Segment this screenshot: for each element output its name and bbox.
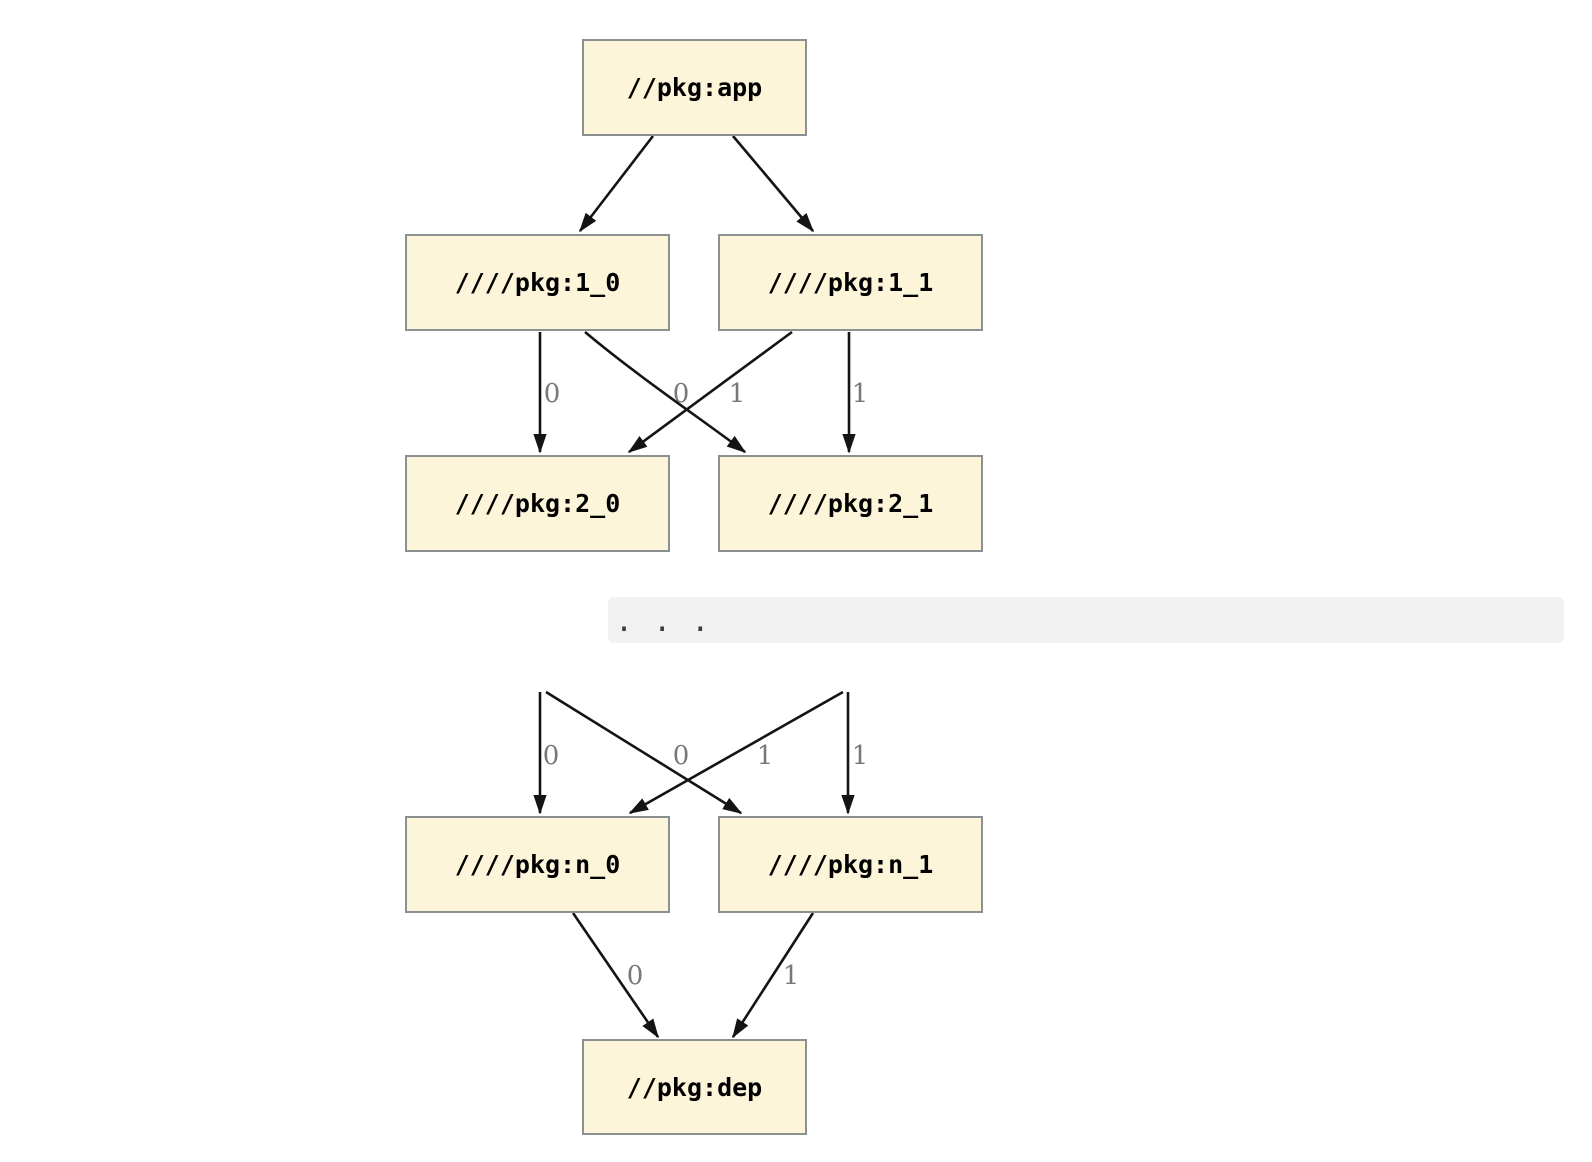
edge-1_1-to-2_0 [627, 330, 793, 454]
edge-app-to-1_0 [578, 135, 655, 233]
node-pkg-1_0-label: ////pkg:1_0 [454, 268, 621, 297]
edge-label-ellipsis-n_0-x: 1 [757, 741, 774, 771]
node-pkg-2_0: ////pkg:2_0 [405, 455, 670, 552]
node-pkg-n_0: ////pkg:n_0 [405, 816, 670, 913]
node-pkg-n_0-label: ////pkg:n_0 [454, 850, 621, 879]
node-pkg-2_1-label: ////pkg:2_1 [767, 489, 934, 518]
node-pkg-dep: //pkg:dep [582, 1039, 807, 1135]
edge-n_0-to-dep [571, 912, 660, 1039]
edge-label-1_1-2_1: 1 [852, 379, 869, 409]
node-pkg-1_0: ////pkg:1_0 [405, 234, 670, 331]
edge-labels: 0 0 1 1 0 0 1 1 0 1 [543, 379, 869, 991]
node-pkg-n_1-label: ////pkg:n_1 [767, 850, 934, 879]
edge-label-ellipsis-n_1-v: 1 [852, 741, 869, 771]
edge-label-n_1-dep: 1 [783, 961, 800, 991]
edge-label-n_0-dep: 0 [627, 961, 644, 991]
ellipsis-band: . . . [608, 597, 1564, 643]
edge-n_1-to-dep [731, 912, 815, 1039]
edge-label-1_0-2_1: 0 [673, 379, 690, 409]
edge-1_0-to-2_1 [584, 331, 747, 454]
edge-ellipsis-to-n_1-x [545, 690, 743, 815]
node-pkg-2_1: ////pkg:2_1 [718, 455, 983, 552]
edge-label-1_0-2_0: 0 [544, 379, 561, 409]
node-pkg-1_1: ////pkg:1_1 [718, 234, 983, 331]
edge-label-1_1-2_0: 1 [729, 379, 746, 409]
node-pkg-app-label: //pkg:app [626, 73, 763, 102]
edges [533, 135, 856, 1039]
edge-label-ellipsis-n_0-v: 0 [543, 741, 560, 771]
node-pkg-dep-label: //pkg:dep [626, 1072, 763, 1102]
edge-ellipsis-to-n_0-x [628, 690, 844, 815]
edge-app-to-1_1 [732, 135, 815, 233]
node-pkg-2_0-label: ////pkg:2_0 [454, 489, 621, 518]
node-pkg-n_1: ////pkg:n_1 [718, 816, 983, 913]
edge-label-ellipsis-n_1-x: 0 [673, 741, 690, 771]
node-pkg-1_1-label: ////pkg:1_1 [767, 268, 934, 297]
node-pkg-app: //pkg:app [582, 39, 807, 136]
ellipsis-dots: . . . [615, 604, 711, 639]
